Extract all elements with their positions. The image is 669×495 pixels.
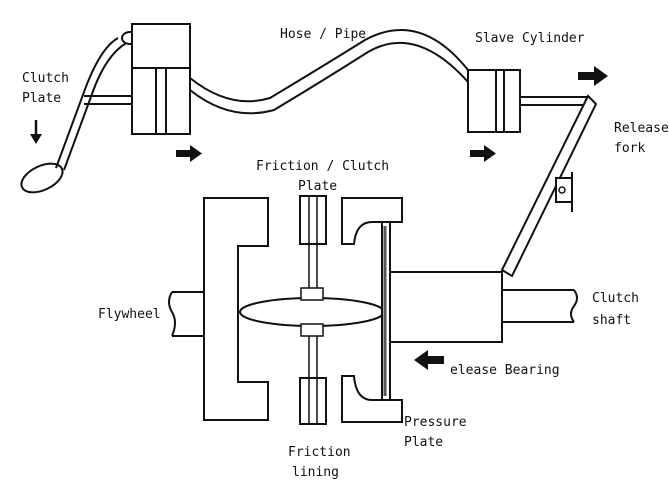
label-hose-pipe: Hose / Pipe <box>280 27 366 42</box>
label-slave-cylinder: Slave Cylinder <box>475 31 585 46</box>
label-clutch-plate-1: Clutch <box>22 71 69 86</box>
clutch-plate <box>239 195 385 425</box>
label-clutch-shaft-1: Clutch <box>592 291 639 306</box>
slave-cylinder <box>467 69 590 133</box>
clutch-shaft <box>502 289 578 323</box>
flywheel <box>203 197 269 421</box>
label-friction-lining-1: Friction <box>288 445 351 460</box>
arrow-right-icon <box>176 145 202 162</box>
release-bearing-housing <box>389 271 503 343</box>
label-flywheel: Flywheel <box>98 307 161 322</box>
arrow-left-icon <box>414 350 444 370</box>
label-friction-clutch-plate-1: Friction / Clutch <box>256 159 389 174</box>
label-clutch-shaft-2: shaft <box>592 313 631 328</box>
master-cylinder <box>131 23 191 135</box>
label-friction-clutch-plate-2: Plate <box>298 179 337 194</box>
arrow-right-icon <box>470 145 496 162</box>
arrow-down-icon <box>30 120 42 144</box>
label-release-bearing: elease Bearing <box>450 363 560 378</box>
label-pressure-plate-1: Pressure <box>404 415 467 430</box>
crankshaft <box>168 291 204 337</box>
release-fork <box>500 94 598 278</box>
label-release-fork-2: fork <box>614 141 645 156</box>
pedal-push-rod <box>84 95 132 105</box>
hose-pipe <box>189 29 469 115</box>
label-friction-lining-2: lining <box>292 465 339 480</box>
label-pressure-plate-2: Plate <box>404 435 443 450</box>
label-clutch-plate-2: Plate <box>22 91 61 106</box>
label-release-fork-1: Release <box>614 121 669 136</box>
clutch-pedal <box>20 31 139 194</box>
arrow-right-icon <box>578 66 608 86</box>
